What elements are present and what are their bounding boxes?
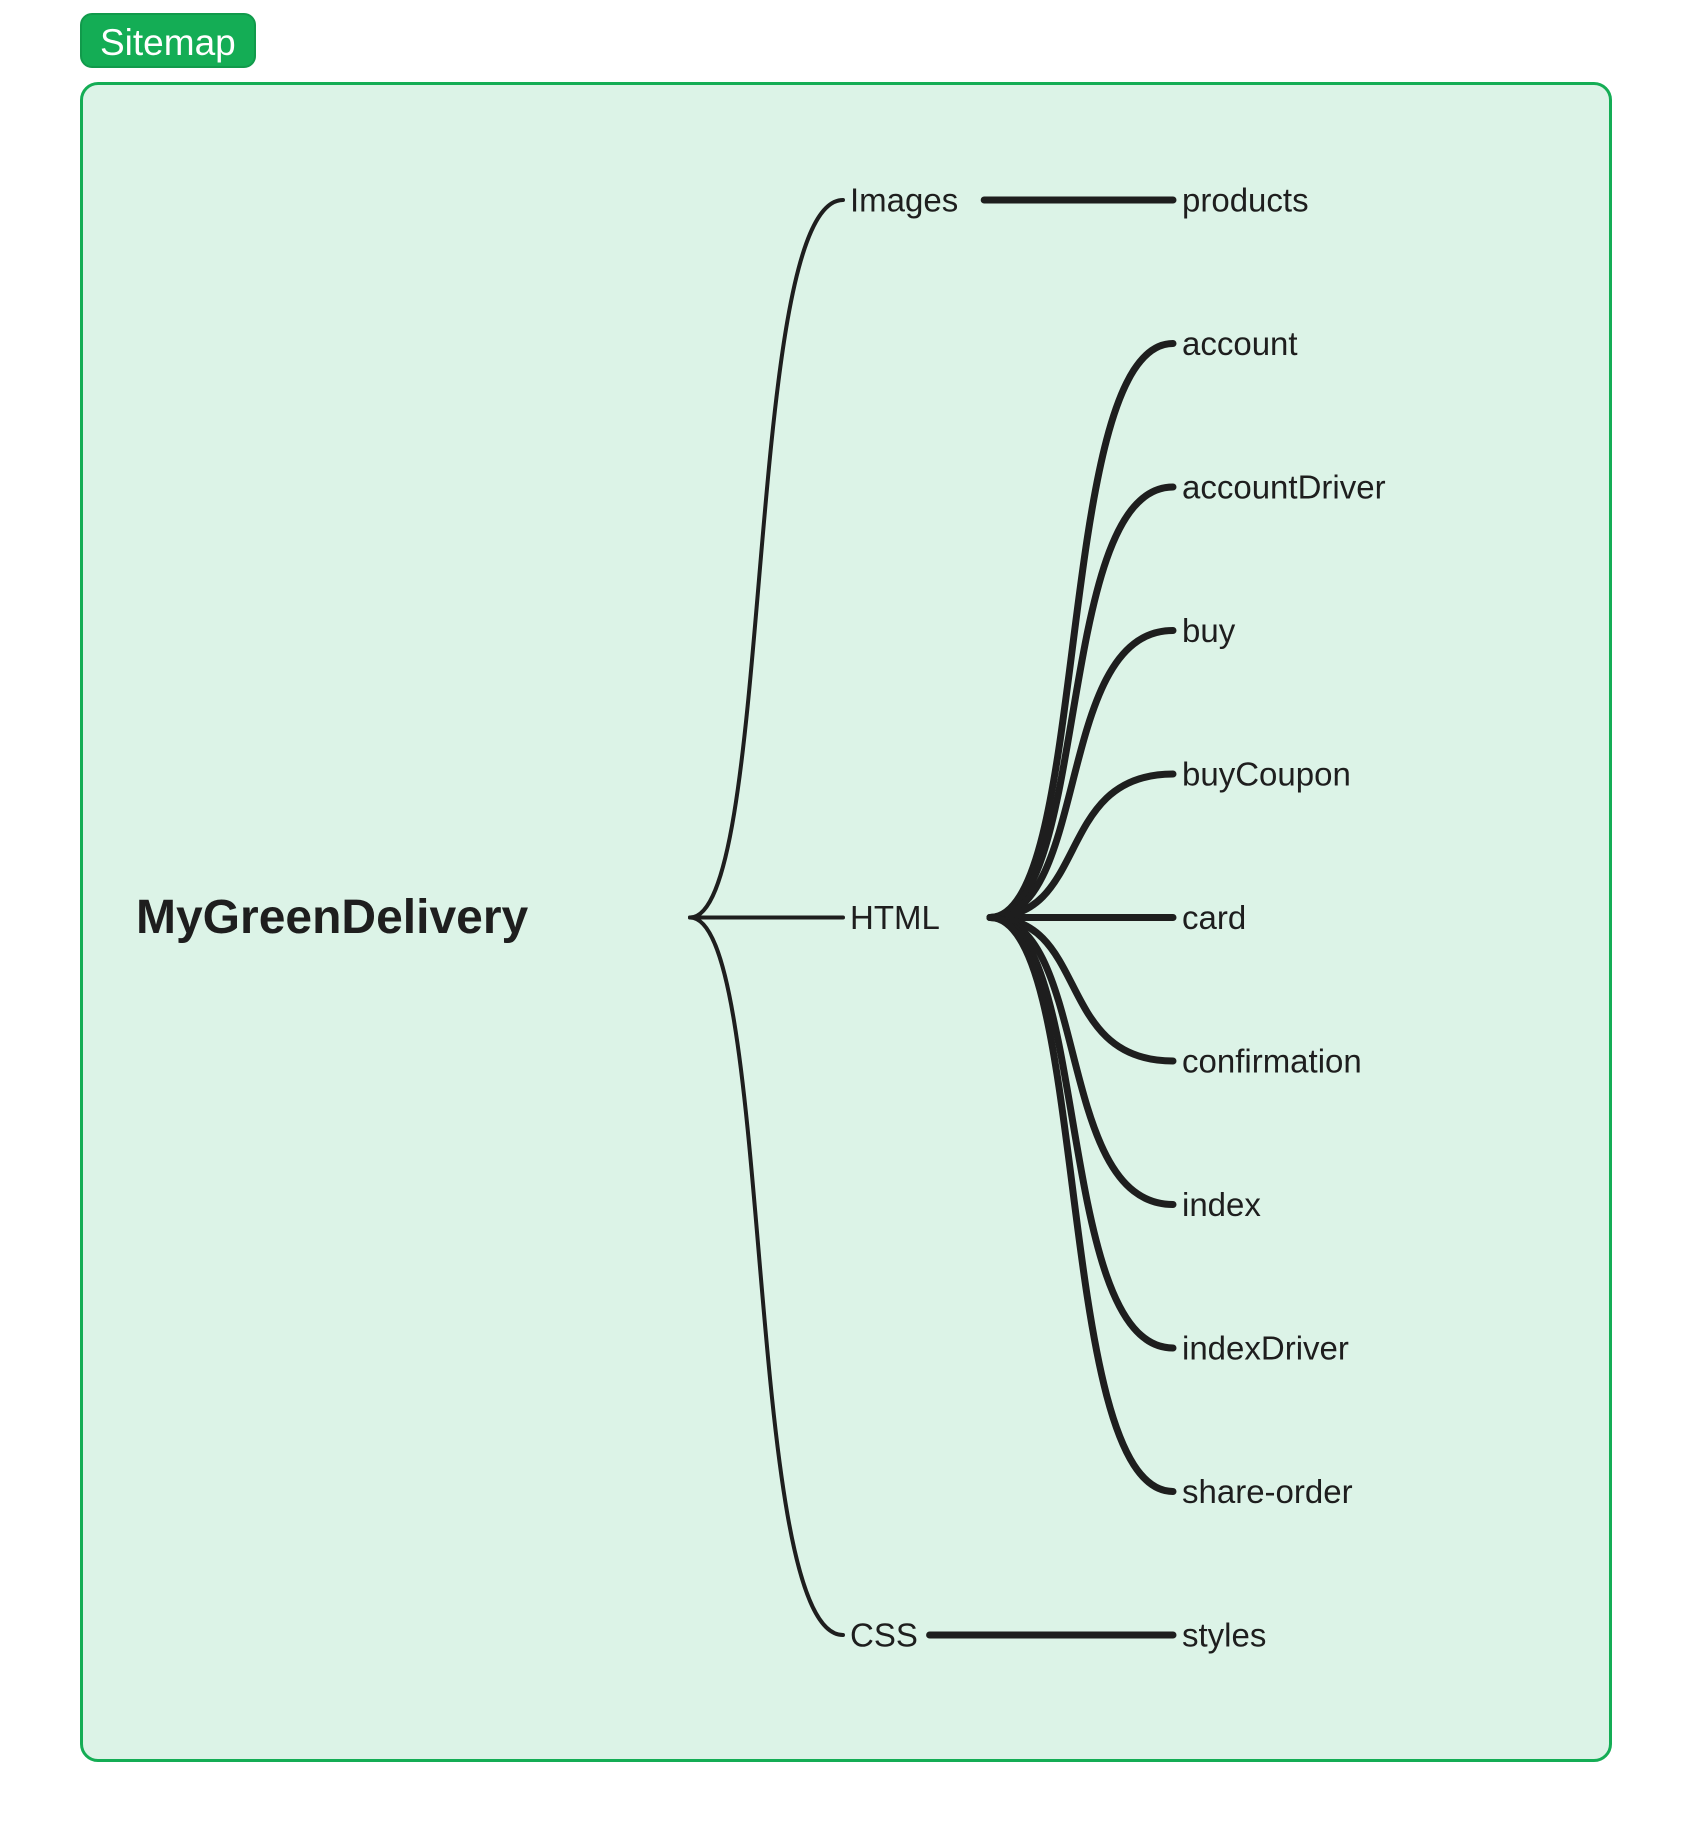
leaf-node-buy[interactable]: buy <box>1182 612 1236 649</box>
leaf-node-account[interactable]: account <box>1182 325 1298 362</box>
leaf-node-accountdriver[interactable]: accountDriver <box>1182 469 1386 506</box>
leaf-node-share-order[interactable]: share-order <box>1182 1473 1353 1510</box>
leaf-node-products[interactable]: products <box>1182 182 1309 219</box>
edge-html-to-buycoupon <box>986 770 1177 921</box>
edge-root-to-css <box>688 915 845 1637</box>
root-node-label[interactable]: MyGreenDelivery <box>136 891 529 944</box>
edge-html-to-share-order <box>986 914 1177 1495</box>
leaf-node-confirmation[interactable]: confirmation <box>1182 1043 1362 1080</box>
leaf-node-indexdriver[interactable]: indexDriver <box>1182 1330 1349 1367</box>
leaf-node-styles[interactable]: styles <box>1182 1617 1266 1654</box>
edge-html-to-indexdriver <box>986 914 1177 1352</box>
edge-html-to-index <box>986 914 1177 1208</box>
edge-root-to-images <box>688 198 845 920</box>
leaf-node-buycoupon[interactable]: buyCoupon <box>1182 756 1351 793</box>
edge-html-to-buy <box>986 627 1177 921</box>
frame-title-tab[interactable]: Sitemap <box>80 13 256 68</box>
sitemap-frame <box>80 82 1612 1762</box>
branch-node-html[interactable]: HTML <box>850 899 940 936</box>
branch-node-css[interactable]: CSS <box>850 1617 918 1654</box>
leaf-node-card[interactable]: card <box>1182 899 1246 936</box>
mindmap-edges <box>688 196 1177 1639</box>
edge-html-to-confirmation <box>986 914 1177 1065</box>
edge-html-to-accountdriver <box>986 483 1177 921</box>
leaf-node-index[interactable]: index <box>1182 1186 1261 1223</box>
edge-html-to-account <box>986 340 1177 921</box>
branch-node-images[interactable]: Images <box>850 182 958 219</box>
